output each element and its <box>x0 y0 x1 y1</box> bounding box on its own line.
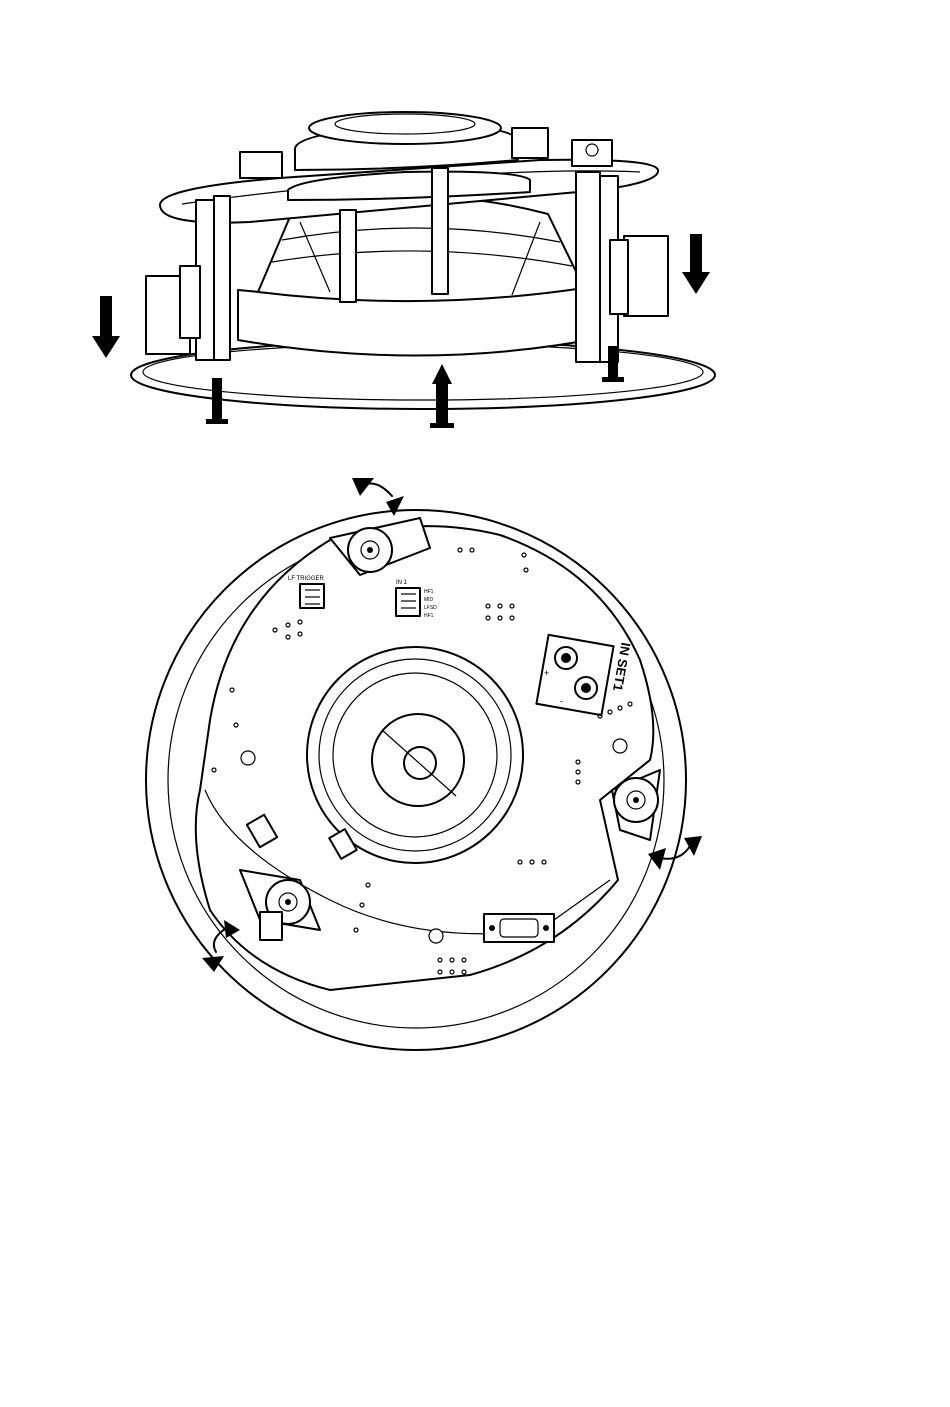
serial-connector <box>484 914 554 942</box>
down-arrow-right <box>682 234 710 294</box>
rotate-arrow-top <box>352 478 404 516</box>
pin-label-4: HF1 <box>424 613 434 619</box>
pin-label-2: MID <box>424 597 434 603</box>
pin-label-3: LFSD <box>424 605 437 611</box>
pin-label-1: HF1 <box>424 589 434 595</box>
terminal-plus-mark: + <box>544 668 549 678</box>
woofer-center <box>307 647 523 863</box>
clamp-right-side <box>624 236 668 316</box>
port-label-left: LF TRIGGER <box>288 576 325 582</box>
terminal-minus-mark: - <box>560 696 563 706</box>
speaker-bottom-view: + - IN SET1 LF TRIGGER IN 1 HF1 MID LFSD… <box>146 478 702 1050</box>
down-arrow-left <box>92 296 120 358</box>
port-label-right: IN 1 <box>396 580 408 586</box>
speaker-side-view <box>92 112 715 428</box>
